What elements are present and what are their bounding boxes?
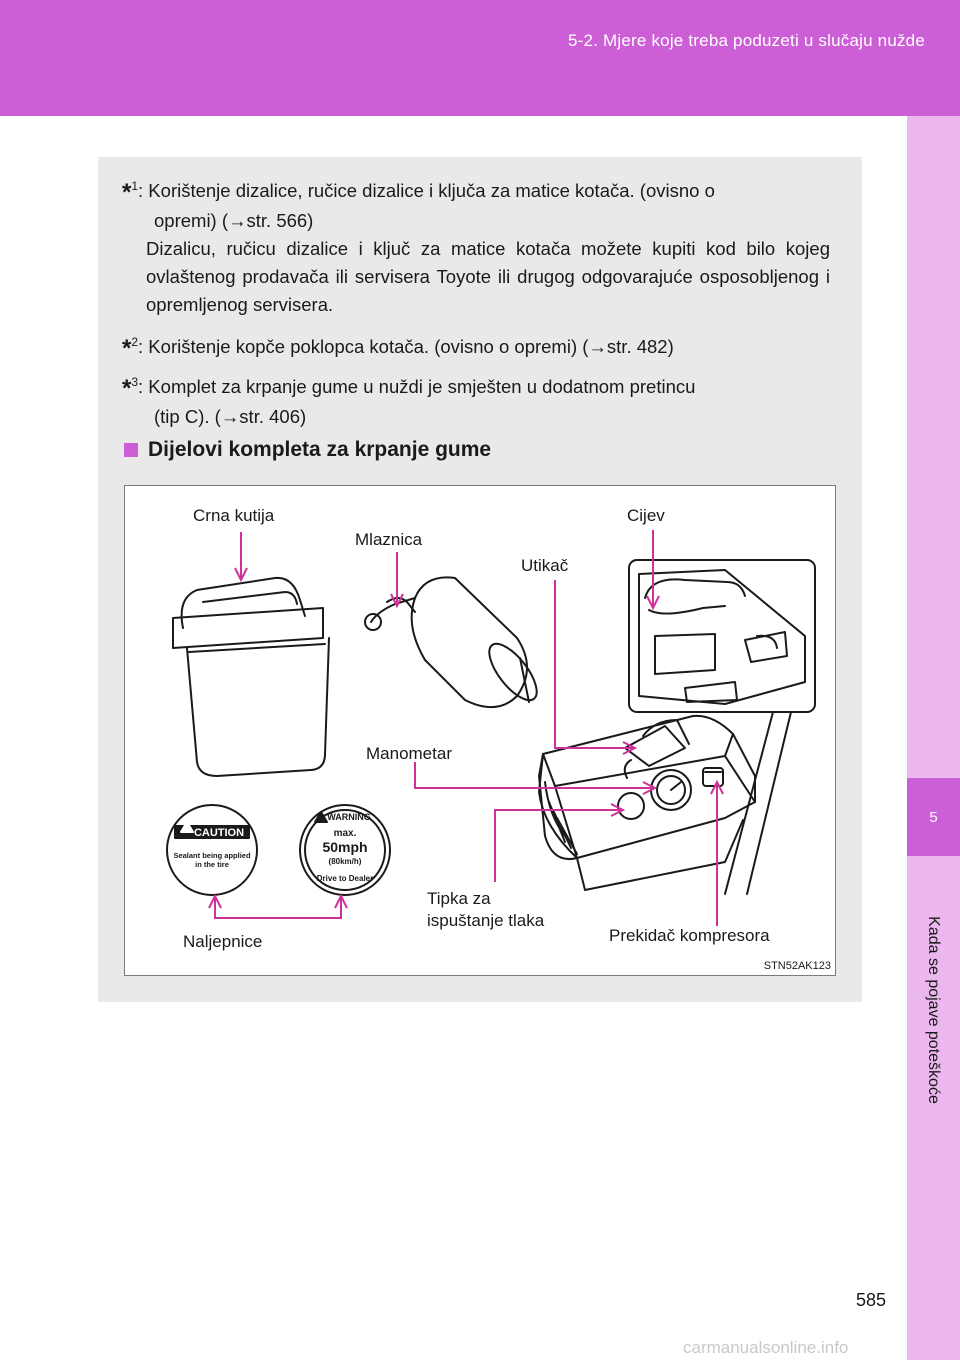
repair-kit-figure: CAUTION Sealant being applied in the tir… <box>124 485 836 976</box>
repair-kit-illustration: CAUTION Sealant being applied in the tir… <box>166 530 816 926</box>
heading-square-icon <box>124 443 138 457</box>
side-tab-lower <box>907 856 960 1360</box>
warning-speed: 50mph <box>322 839 367 855</box>
side-tab-upper <box>907 116 960 778</box>
warning-speed-kmh: (80km/h) <box>329 857 362 866</box>
callout-lines <box>208 530 724 926</box>
label-release-line2: ispuštanje tlaka <box>427 911 545 930</box>
sticker-text: CAUTION Sealant being applied in the tir… <box>173 812 373 883</box>
caution-line2: in the tire <box>195 860 229 869</box>
watermark: carmanualsonline.info <box>683 1338 849 1357</box>
label-release-line1: Tipka za <box>427 889 491 908</box>
footnote-marker: * <box>122 375 132 403</box>
footnote-number: 3 <box>131 375 139 389</box>
footnote-marker: * <box>122 335 132 363</box>
footnote-3: *3: Komplet za krpanje gume u nuždi je s… <box>122 368 842 431</box>
footnote-paragraph: Dizalicu, ručicu dizalice i ključ za mat… <box>146 238 830 315</box>
label-compressor-switch: Prekidač kompresora <box>609 926 770 945</box>
chapter-number: 5 <box>907 778 960 856</box>
label-plug: Utikač <box>521 556 569 575</box>
label-black-box: Crna kutija <box>193 506 275 525</box>
footnote-text-cont: opremi) (→str. 566) <box>154 210 314 232</box>
label-hose: Cijev <box>627 506 665 525</box>
footnote-text: : Komplet za krpanje gume u nuždi je smj… <box>138 376 696 398</box>
section-heading-text: Dijelovi kompleta za krpanje gume <box>148 438 492 461</box>
label-nozzle: Mlaznica <box>355 530 423 549</box>
footnote-marker: * <box>122 179 132 207</box>
black-box-drawing <box>172 576 330 777</box>
sealant-bottle-drawing <box>364 576 538 708</box>
caution-line1: Sealant being applied <box>173 851 251 860</box>
label-gauge: Manometar <box>366 744 452 763</box>
section-heading: Dijelovi kompleta za krpanje gume <box>124 438 491 462</box>
header-band <box>0 0 960 116</box>
footnote-text-cont: (tip C). (→str. 406) <box>154 406 307 428</box>
figure-code: STN52AK123 <box>763 960 831 972</box>
warning-max: max. <box>334 828 357 839</box>
label-stickers: Naljepnice <box>183 932 263 951</box>
compartment-inset-drawing <box>628 559 816 713</box>
section-header: 5-2. Mjere koje treba poduzeti u slučaju… <box>568 31 925 50</box>
caution-title: CAUTION <box>194 827 244 839</box>
warning-title: WARNING <box>327 812 371 822</box>
footnote-number: 2 <box>131 335 139 349</box>
warning-sticker-drawing <box>299 804 391 896</box>
footnote-text: : Korištenje kopče poklopca kotača. (ovi… <box>138 336 674 358</box>
footnote-number: 1 <box>131 179 139 193</box>
compressor-drawing <box>538 714 756 891</box>
caution-sticker-drawing <box>166 804 258 896</box>
footnote-2: *2: Korištenje kopče poklopca kotača. (o… <box>122 328 842 363</box>
label-release-button: Tipka za ispuštanje tlaka <box>427 888 544 932</box>
warning-bottom: Drive to Dealer <box>317 874 373 883</box>
page-number: 585 <box>856 1290 887 1310</box>
footnote-1: *1: Korištenje dizalice, ručice dizalice… <box>122 172 842 235</box>
chapter-title: Kada se pojave poteškoće <box>925 916 942 1104</box>
footnote-text: : Korištenje dizalice, ručice dizalice i… <box>138 180 715 202</box>
